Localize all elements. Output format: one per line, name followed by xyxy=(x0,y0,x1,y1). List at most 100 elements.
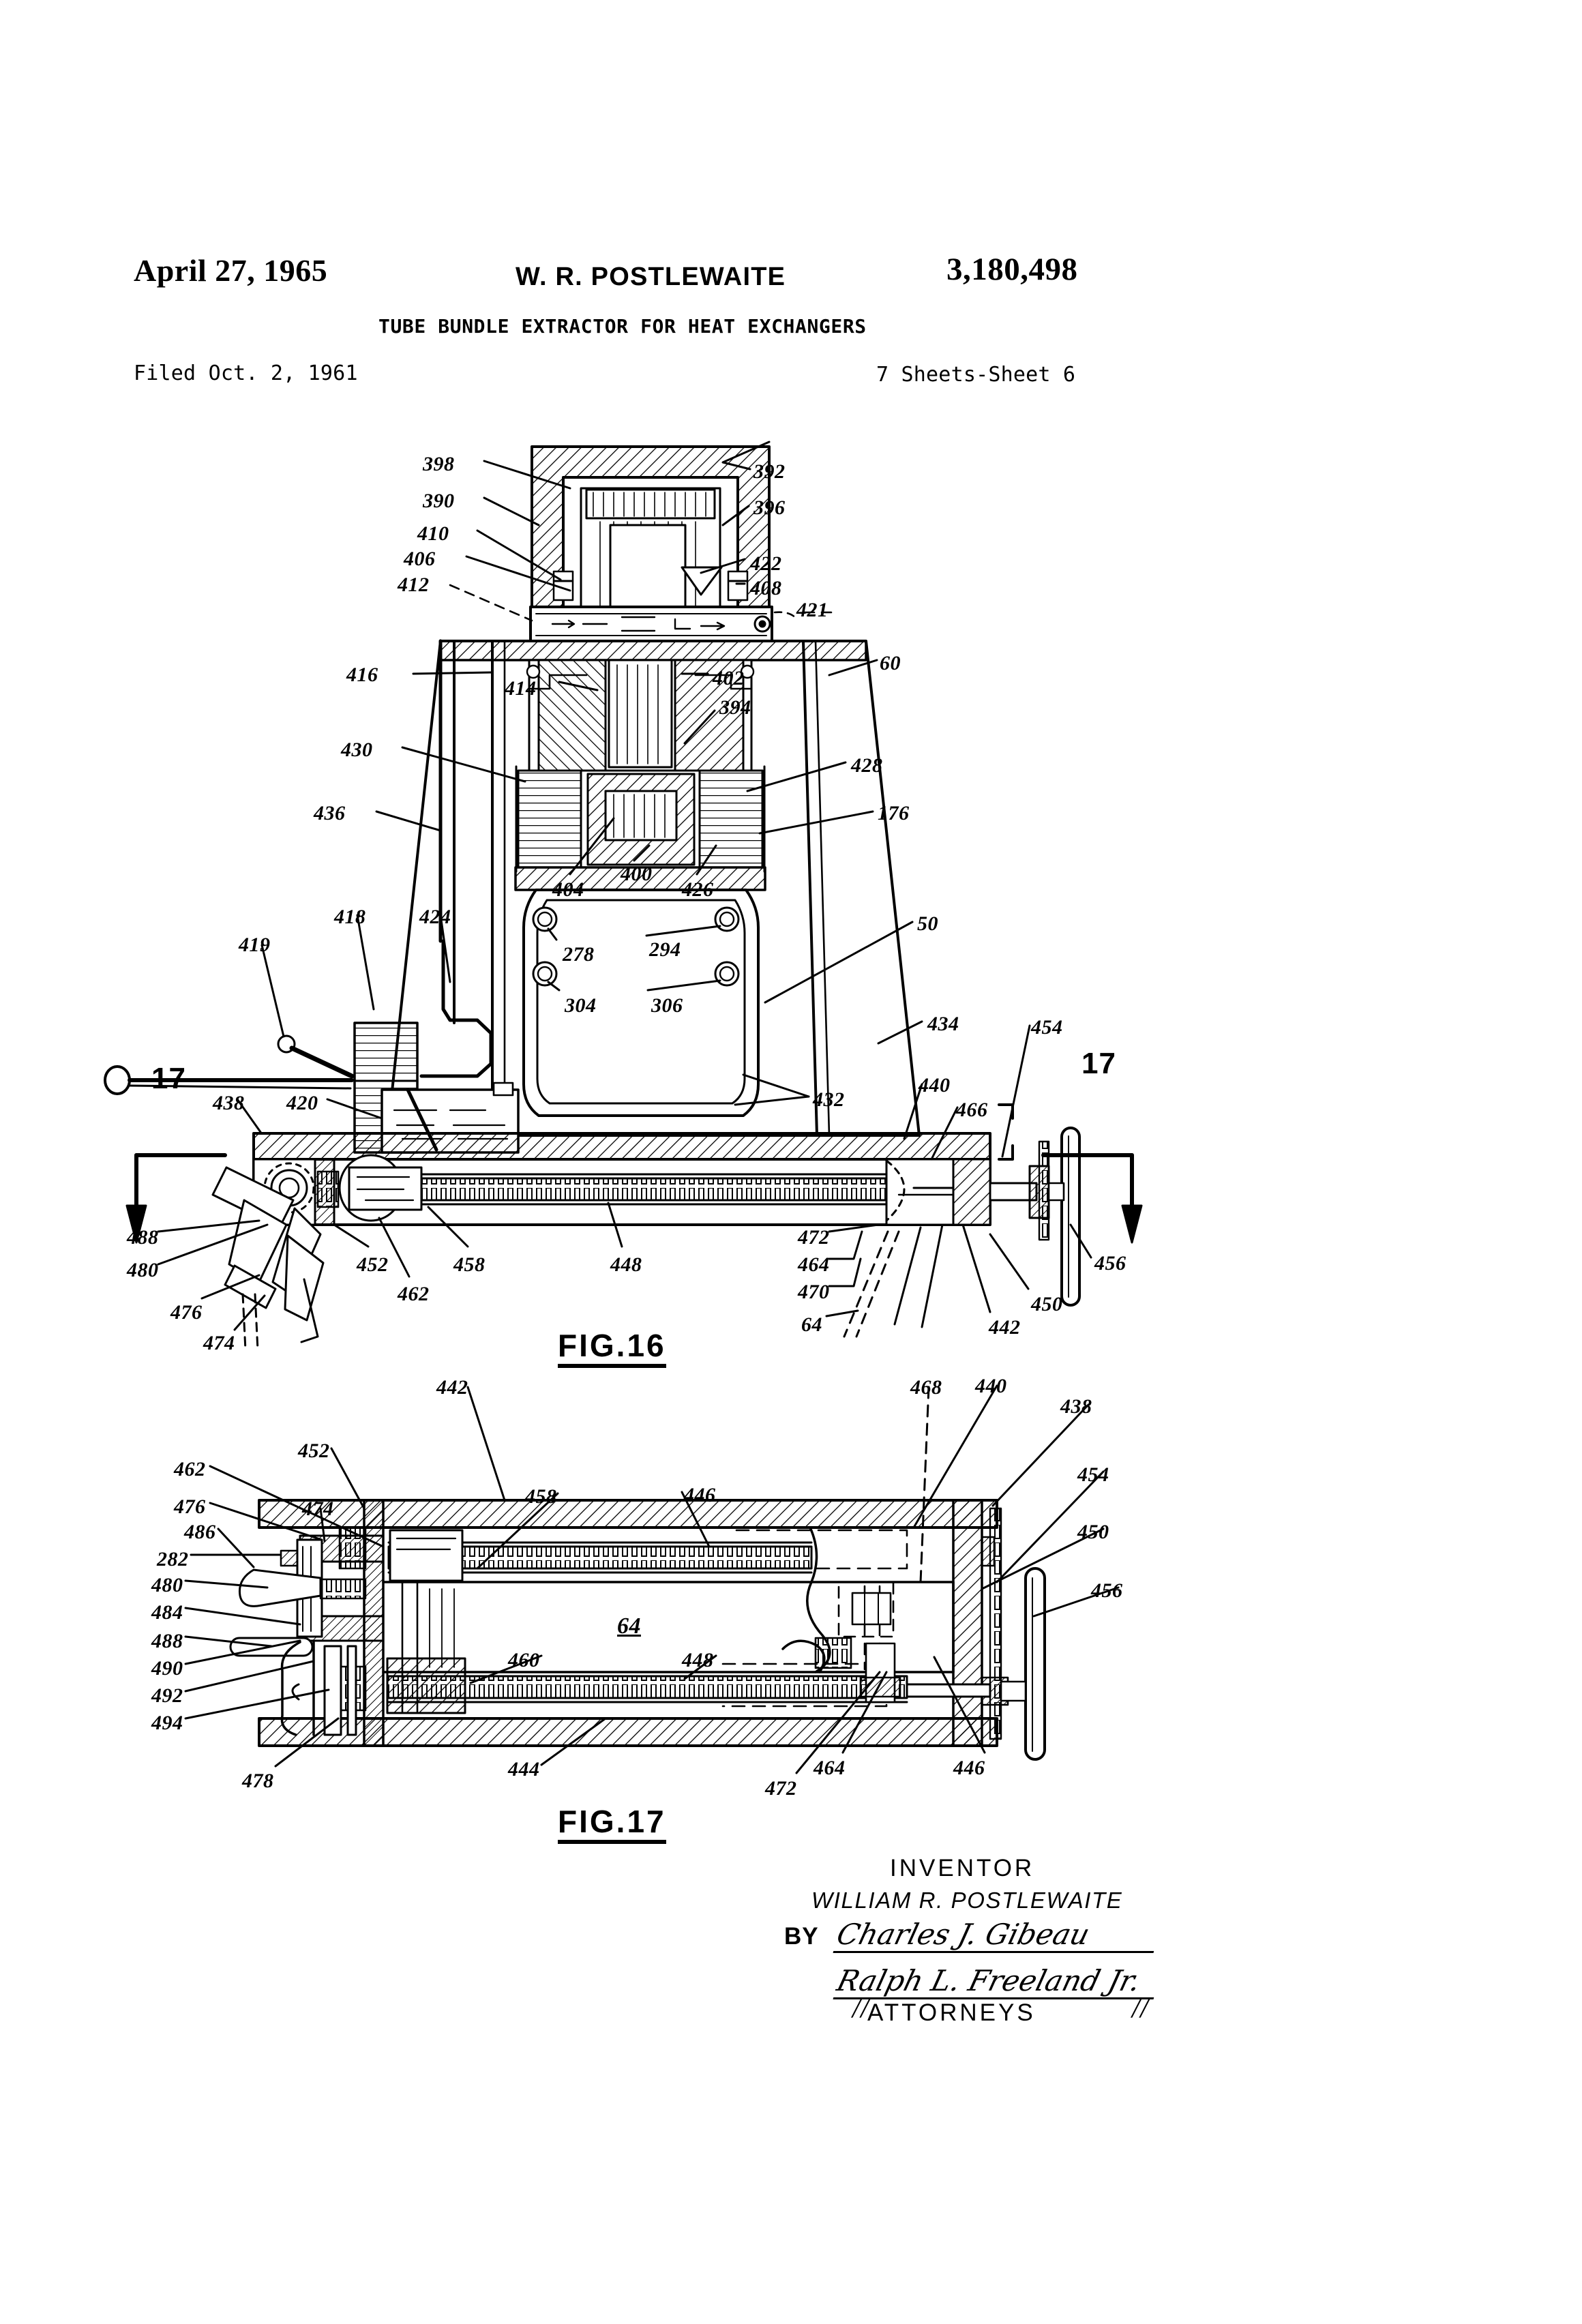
ref-numeral: 472 xyxy=(765,1777,797,1800)
inventor-full-name: WILLIAM R. POSTLEWAITE xyxy=(811,1888,1123,1913)
attorneys-label: ATTORNEYS xyxy=(867,1999,1036,2026)
ref-numeral: 454 xyxy=(1031,1016,1063,1039)
ref-numeral: 456 xyxy=(1094,1252,1126,1275)
inventor-label: INVENTOR xyxy=(890,1855,1035,1881)
ref-numeral: 466 xyxy=(956,1099,988,1121)
ref-numeral: 176 xyxy=(878,802,910,824)
inventor-name-header: W. R. POSTLEWAITE xyxy=(516,263,786,291)
ref-numeral: 446 xyxy=(953,1757,985,1779)
ref-numeral: 476 xyxy=(170,1301,203,1324)
ref-numeral: 416 xyxy=(346,664,378,686)
ref-numeral: 438 xyxy=(1060,1395,1092,1418)
ref-numeral: 476 xyxy=(174,1495,206,1518)
ref-numeral: 458 xyxy=(453,1253,486,1276)
ref-numeral: 494 xyxy=(151,1712,183,1734)
ref-numeral: 472 xyxy=(798,1226,830,1249)
ref-numeral: 430 xyxy=(341,739,373,761)
fig16-caption: FIG.16 xyxy=(558,1330,666,1368)
ref-numeral: 442 xyxy=(989,1316,1021,1339)
ref-numeral: 436 xyxy=(314,802,346,824)
ref-numeral: 442 xyxy=(436,1376,468,1399)
ref-numeral: 408 xyxy=(750,577,782,599)
slash-mark-right: // xyxy=(1132,1991,1149,2024)
ref-numeral: 458 xyxy=(525,1485,557,1508)
ref-numeral: 452 xyxy=(298,1440,330,1462)
ref-numeral: 294 xyxy=(649,938,681,961)
ref-numeral: 488 xyxy=(127,1226,159,1249)
ref-numeral: 412 xyxy=(398,573,430,596)
ref-numeral: 426 xyxy=(682,878,714,901)
ref-numeral: 392 xyxy=(753,460,786,483)
ref-numeral: 306 xyxy=(651,994,683,1017)
ref-numeral: 432 xyxy=(813,1088,845,1111)
ref-numeral: 440 xyxy=(919,1074,951,1097)
ref-numeral: 282 xyxy=(157,1548,189,1570)
ref-numeral: 450 xyxy=(1077,1521,1109,1543)
patent-number: 3,180,498 xyxy=(946,252,1078,287)
ref-numeral: 490 xyxy=(151,1657,183,1680)
patent-header: April 27, 1965 W. R. POSTLEWAITE 3,180,4… xyxy=(0,0,1582,423)
ref-numeral: 424 xyxy=(419,906,451,928)
fig17-center-label: 64 xyxy=(617,1613,641,1639)
ref-numeral: 492 xyxy=(151,1684,183,1707)
fig16-frustum-housing xyxy=(386,640,921,1137)
ref-numeral: 444 xyxy=(508,1758,540,1781)
publication-date: April 27, 1965 xyxy=(134,253,328,288)
ref-numeral: 406 xyxy=(404,548,436,570)
ref-numeral: 456 xyxy=(1091,1579,1123,1602)
ref-numeral: 448 xyxy=(610,1253,642,1276)
ref-numeral: 446 xyxy=(684,1484,716,1506)
ref-numeral: 480 xyxy=(127,1259,159,1281)
ref-numeral: 428 xyxy=(851,754,883,777)
ref-numeral: 452 xyxy=(357,1253,389,1276)
ref-numeral: 448 xyxy=(682,1649,714,1671)
attorney-signature-1: Charles J. Gibeau xyxy=(833,1918,1163,1953)
ref-numeral: 398 xyxy=(423,453,455,475)
ref-numeral: 440 xyxy=(975,1375,1007,1397)
ref-numeral: 468 xyxy=(910,1376,942,1399)
ref-numeral: 60 xyxy=(880,652,901,674)
fig16-base-carriage xyxy=(125,1103,1143,1352)
ref-numeral: 488 xyxy=(151,1630,183,1652)
fig17-caption: FIG.17 xyxy=(558,1806,666,1844)
slash-mark-left: // xyxy=(852,1991,869,2024)
ref-numeral: 464 xyxy=(798,1253,830,1276)
ref-numeral: 438 xyxy=(213,1092,245,1114)
ref-numeral: 304 xyxy=(565,994,597,1017)
section-mark-17-right: 17 xyxy=(1081,1047,1116,1080)
ref-numeral: 474 xyxy=(203,1332,235,1354)
sheet-count: 7 Sheets-Sheet 6 xyxy=(876,363,1076,387)
ref-numeral: 470 xyxy=(798,1281,830,1303)
ref-numeral: 464 xyxy=(814,1757,846,1779)
by-label: BY xyxy=(784,1923,819,1950)
ref-numeral: 462 xyxy=(174,1458,206,1480)
ref-numeral: 404 xyxy=(552,878,584,901)
ref-numeral: 64 xyxy=(801,1313,822,1336)
ref-numeral: 486 xyxy=(184,1521,216,1543)
ref-numeral: 434 xyxy=(927,1013,959,1035)
ref-numeral: 419 xyxy=(239,934,271,956)
ref-numeral: 410 xyxy=(417,522,449,545)
filing-date: Filed Oct. 2, 1961 xyxy=(134,361,358,385)
ref-numeral: 420 xyxy=(286,1092,318,1114)
ref-numeral: 400 xyxy=(621,863,653,885)
attorney-signature-2: Ralph L. Freeland Jr. xyxy=(833,1964,1163,1999)
ref-numeral: 478 xyxy=(242,1770,274,1792)
ref-numeral: 402 xyxy=(713,667,745,689)
ref-numeral: 278 xyxy=(563,943,595,966)
ref-numeral: 480 xyxy=(151,1574,183,1596)
patent-title: TUBE BUNDLE EXTRACTOR FOR HEAT EXCHANGER… xyxy=(378,315,867,338)
ref-numeral: 484 xyxy=(151,1601,183,1624)
ref-numeral: 394 xyxy=(719,696,751,719)
ref-numeral: 421 xyxy=(796,599,829,621)
ref-numeral: 450 xyxy=(1031,1293,1063,1315)
ref-numeral: 460 xyxy=(508,1649,540,1671)
ref-numeral: 390 xyxy=(423,490,455,512)
ref-numeral: 418 xyxy=(334,906,366,928)
ref-numeral: 50 xyxy=(917,912,938,935)
ref-numeral: 454 xyxy=(1077,1463,1109,1486)
ref-numeral: 414 xyxy=(505,677,537,700)
ref-numeral: 474 xyxy=(302,1498,334,1520)
ref-numeral: 396 xyxy=(753,496,786,519)
ref-numeral: 422 xyxy=(750,552,782,575)
